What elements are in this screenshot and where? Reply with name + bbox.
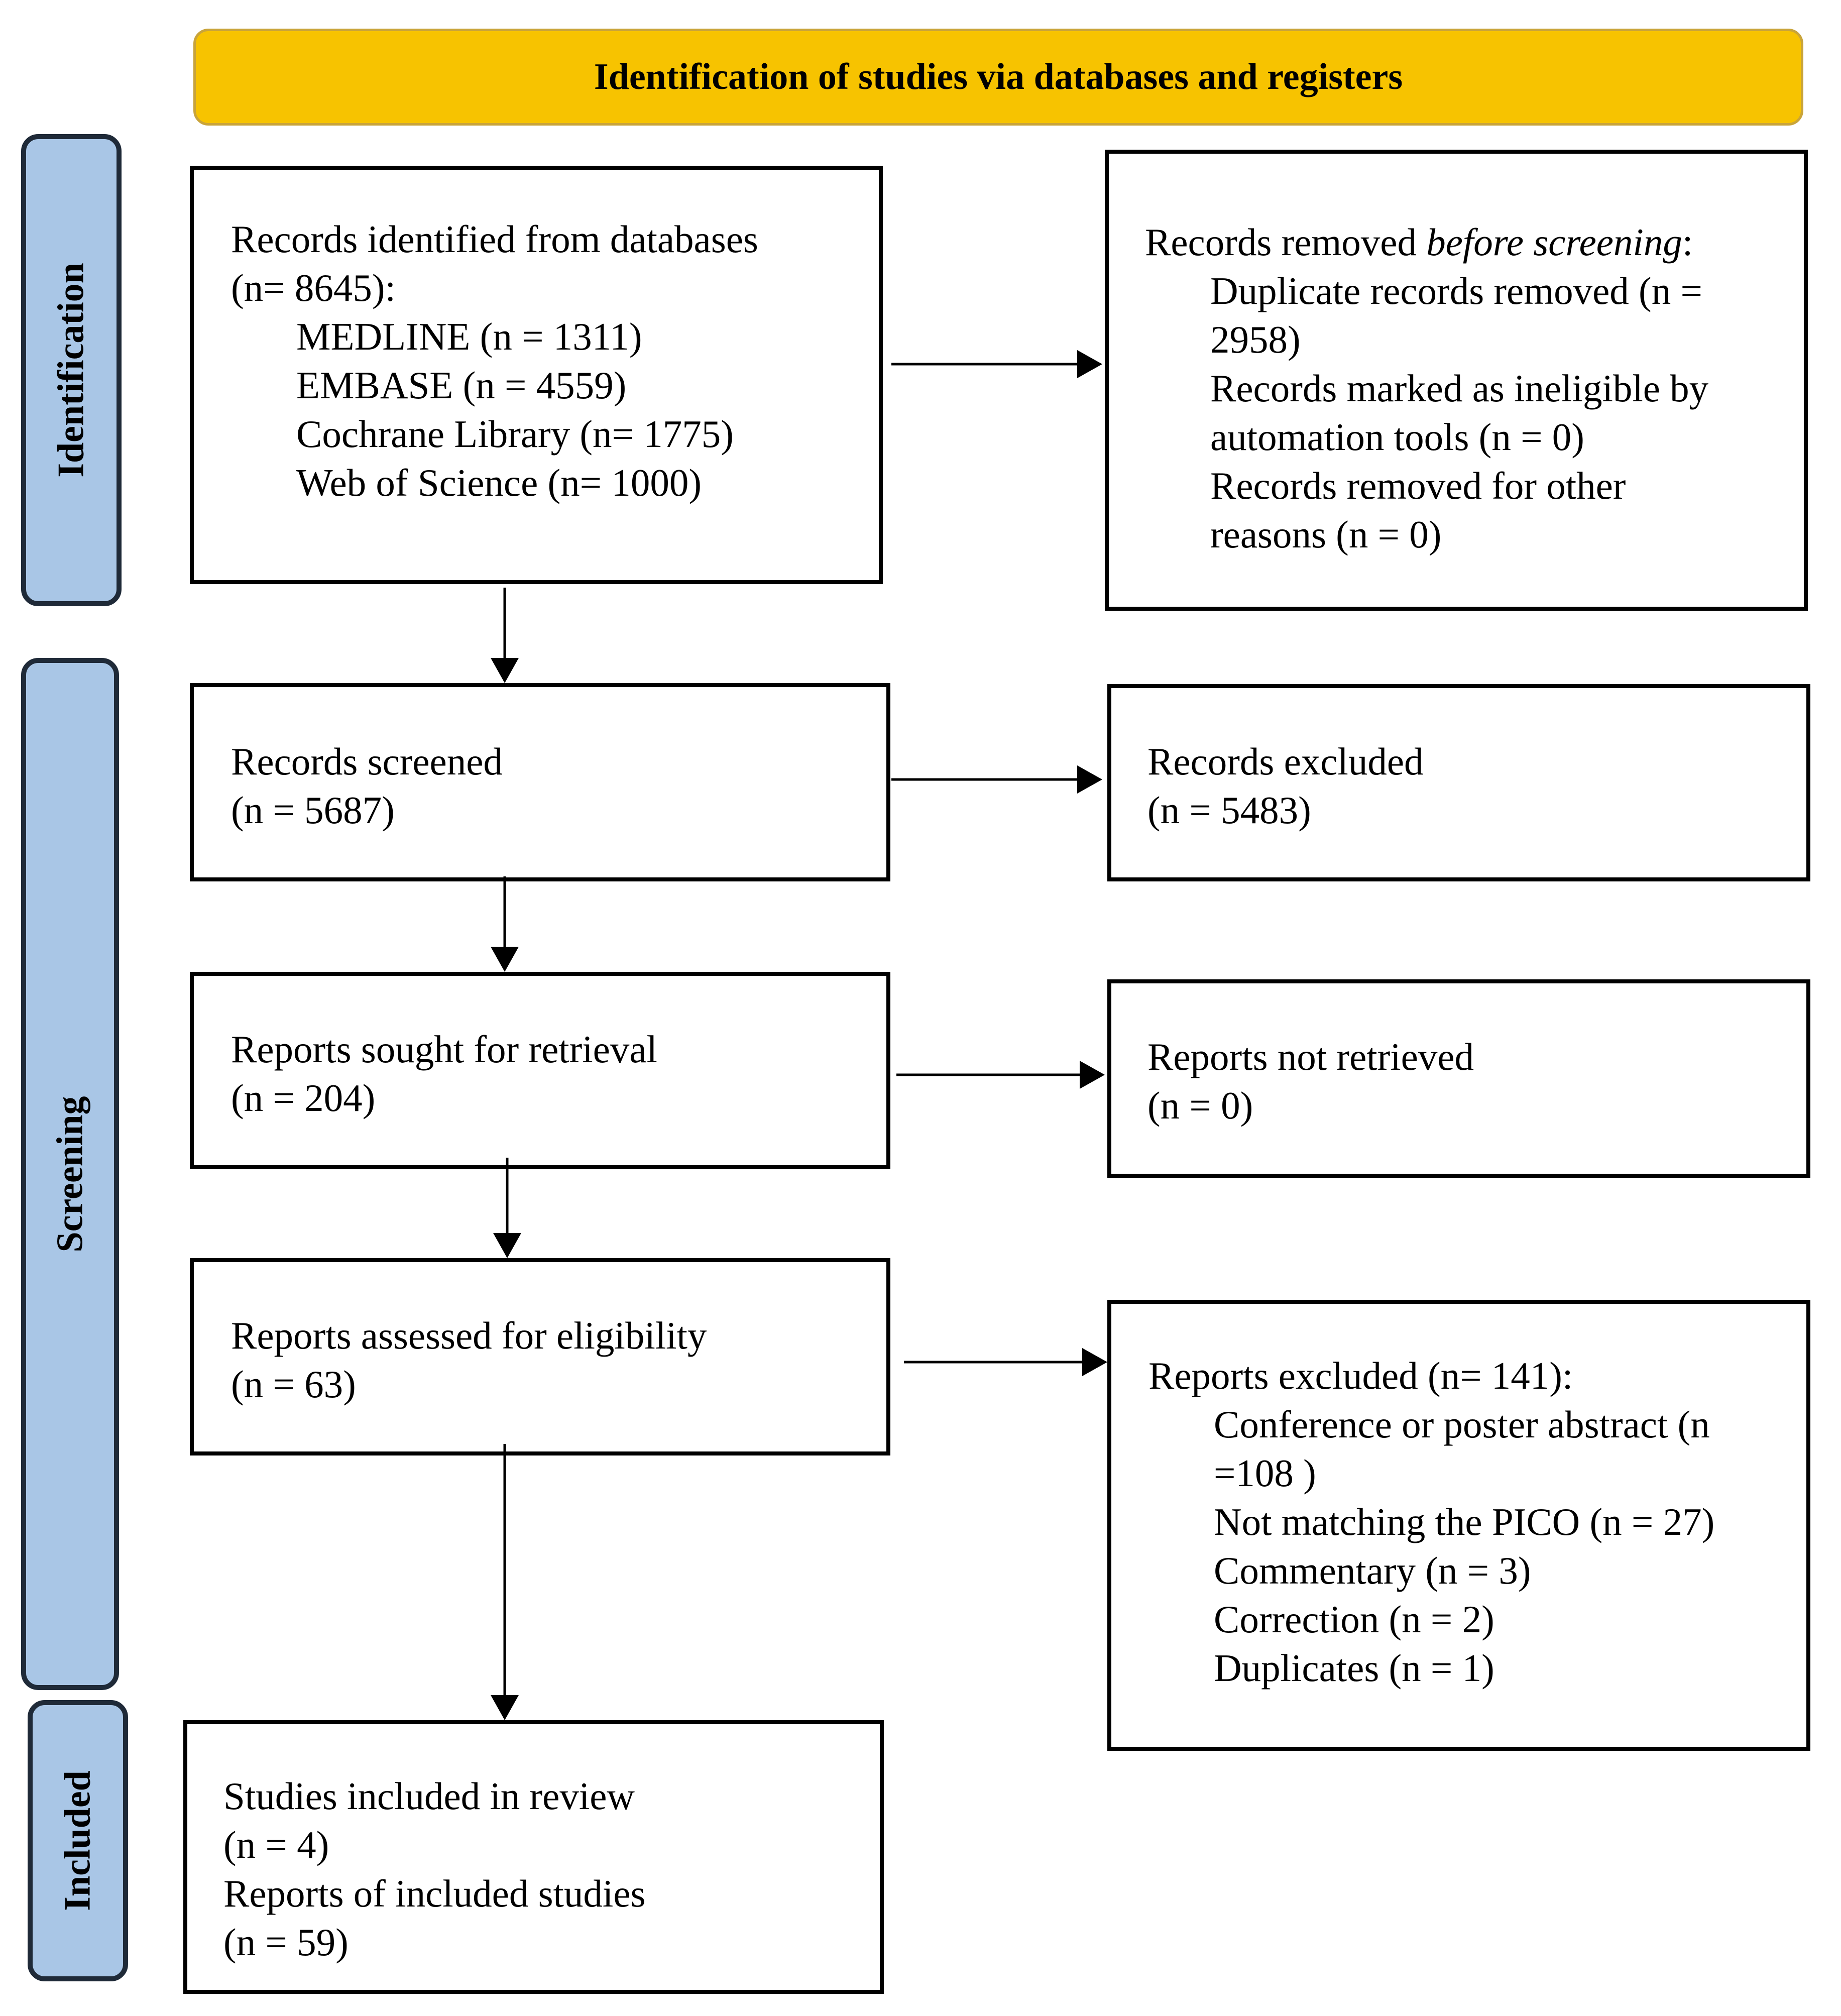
studies-included-count: (n = 4) — [223, 1823, 329, 1866]
removed-item: 2958) — [1210, 318, 1301, 361]
reports-sought-box: Reports sought for retrieval (n = 204) — [190, 972, 890, 1169]
arrowhead — [1077, 765, 1102, 794]
exclusion-reason: Conference or poster abstract (n — [1214, 1403, 1710, 1446]
removed-item: Records marked as ineligible by — [1210, 367, 1709, 410]
phase-screening: Screening — [21, 658, 119, 1690]
records-excluded-box: Records excluded (n = 5483) — [1107, 684, 1810, 881]
removed-item: Records removed for other — [1210, 464, 1626, 507]
database-item: EMBASE (n = 4559) — [296, 364, 627, 407]
before-screening-emphasis: before screening — [1426, 220, 1682, 264]
records-removed-box: Records removed before screening: Duplic… — [1105, 150, 1808, 611]
reports-assessed-box: Reports assessed for eligibility (n = 63… — [190, 1258, 890, 1455]
records-removed-heading: Records removed before screening: — [1145, 218, 1804, 267]
records-removed-colon: : — [1682, 220, 1693, 264]
database-item: Web of Science (n= 1000) — [296, 461, 702, 504]
reports-included-line: Reports of included studies — [223, 1872, 646, 1915]
removed-item: Duplicate records removed (n = — [1210, 269, 1702, 312]
records-screened-line: Records screened — [231, 740, 503, 783]
reports-not-retrieved-line: Reports not retrieved — [1147, 1035, 1474, 1078]
studies-included-line: Studies included in review — [223, 1774, 635, 1818]
reports-assessed-line: Reports assessed for eligibility — [231, 1314, 707, 1357]
arrowhead — [493, 1233, 521, 1258]
exclusion-reason: =108 ) — [1214, 1451, 1316, 1495]
header-title: Identification of studies via databases … — [594, 56, 1403, 97]
records-identified-box: Records identified from databases (n= 86… — [190, 166, 883, 584]
reports-sought-count: (n = 204) — [231, 1076, 376, 1119]
database-item: MEDLINE (n = 1311) — [296, 315, 642, 358]
arrowhead — [1082, 1348, 1107, 1376]
removed-item: automation tools (n = 0) — [1210, 415, 1584, 459]
records-excluded-count: (n = 5483) — [1147, 789, 1311, 832]
arrowhead — [491, 658, 519, 683]
records-identified-count: (n= 8645): — [231, 266, 396, 309]
records-removed-heading-text: Records removed — [1145, 220, 1427, 264]
header-banner: Identification of studies via databases … — [193, 29, 1803, 126]
arrowhead — [491, 1695, 519, 1720]
reports-sought-line: Reports sought for retrieval — [231, 1028, 657, 1071]
arrowhead — [1077, 350, 1102, 378]
phase-included: Included — [28, 1700, 128, 1981]
exclusion-reason: Commentary (n = 3) — [1214, 1549, 1531, 1592]
reports-assessed-count: (n = 63) — [231, 1363, 356, 1406]
exclusion-reason: Correction (n = 2) — [1214, 1598, 1494, 1641]
reports-included-count: (n = 59) — [223, 1921, 349, 1964]
removed-item: reasons (n = 0) — [1210, 513, 1442, 556]
reports-not-retrieved-box: Reports not retrieved (n = 0) — [1107, 979, 1810, 1178]
database-item: Cochrane Library (n= 1775) — [296, 412, 734, 456]
exclusion-reason: Duplicates (n = 1) — [1214, 1646, 1494, 1690]
phase-identification: Identification — [21, 134, 122, 606]
reports-not-retrieved-count: (n = 0) — [1147, 1084, 1253, 1127]
records-identified-line: Records identified from databases — [231, 217, 758, 261]
reports-excluded-box: Reports excluded (n= 141): Conference or… — [1107, 1300, 1810, 1751]
records-screened-count: (n = 5687) — [231, 789, 395, 832]
records-screened-box: Records screened (n = 5687) — [190, 683, 890, 881]
studies-included-box: Studies included in review (n = 4) Repor… — [183, 1720, 884, 1994]
arrowhead — [491, 947, 519, 972]
arrowhead — [1080, 1061, 1105, 1089]
exclusion-reason: Not matching the PICO (n = 27) — [1214, 1500, 1715, 1543]
records-excluded-line: Records excluded — [1147, 740, 1424, 783]
reports-excluded-heading: Reports excluded (n= 141): — [1148, 1354, 1573, 1397]
